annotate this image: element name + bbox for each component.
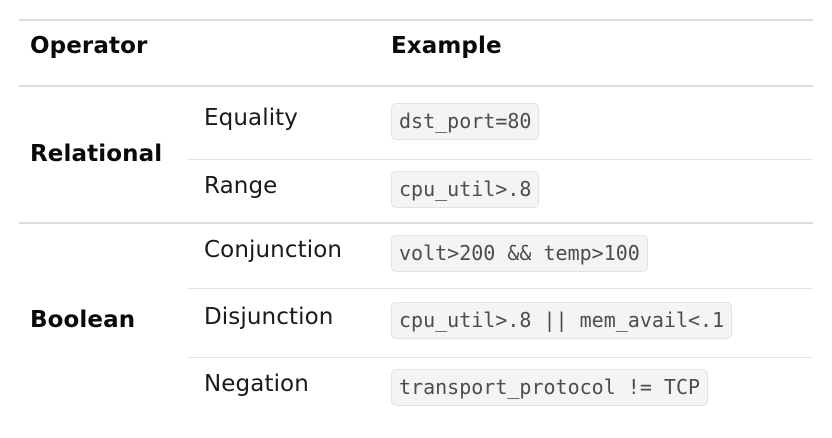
- row-separator-disjunction-negation: [187, 357, 813, 358]
- code-example-equality: dst_port=80: [391, 103, 540, 140]
- code-example-conjunction: volt>200 && temp>100: [391, 235, 648, 272]
- row-label-disjunction: Disjunction: [204, 304, 334, 330]
- table-row-equality: Equality dst_port=80: [0, 103, 832, 162]
- column-header-example: Example: [391, 33, 502, 59]
- table-row-disjunction: Disjunction cpu_util>.8 || mem_avail<.1: [0, 302, 832, 361]
- table-header-row: Operator Example: [0, 33, 832, 77]
- row-label-equality: Equality: [204, 105, 299, 131]
- row-label-range: Range: [204, 173, 278, 199]
- code-example-disjunction: cpu_util>.8 || mem_avail<.1: [391, 302, 733, 339]
- code-example-negation: transport_protocol != TCP: [391, 369, 709, 406]
- table-row-range: Range cpu_util>.8: [0, 171, 832, 230]
- table-row-conjunction: Conjunction volt>200 && temp>100: [0, 235, 832, 294]
- table-top-rule: [19, 19, 813, 21]
- code-example-range: cpu_util>.8: [391, 171, 540, 208]
- group-label-relational: Relational: [30, 141, 163, 167]
- table-header-rule: [19, 85, 813, 87]
- row-separator-conjunction-disjunction: [187, 288, 813, 289]
- row-label-conjunction: Conjunction: [204, 237, 343, 263]
- row-separator-equality-range: [187, 159, 813, 160]
- table-row-negation: Negation transport_protocol != TCP: [0, 369, 832, 428]
- row-label-negation: Negation: [204, 371, 309, 397]
- column-header-operator: Operator: [30, 33, 148, 59]
- group-label-boolean: Boolean: [30, 307, 136, 333]
- group-separator-rule: [19, 222, 813, 224]
